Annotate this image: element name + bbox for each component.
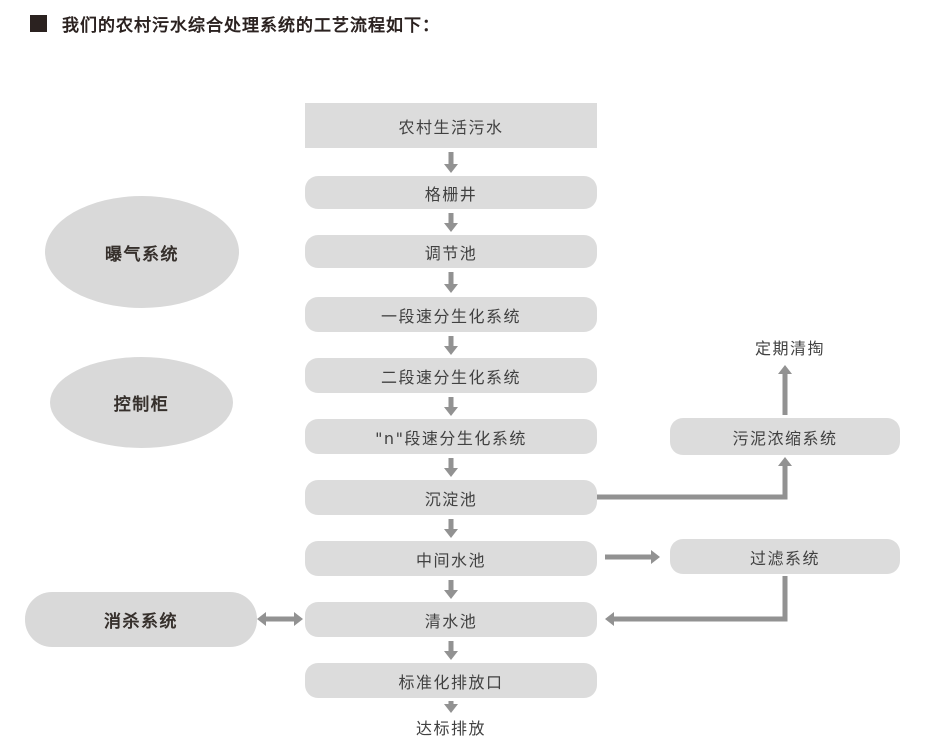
node-bio-stage-1: 一段速分生化系统 [305, 297, 597, 332]
node-sedimentation-tank: 沉淀池 [305, 480, 597, 515]
arrow-disinfection-clear-water-bidirectional [257, 612, 303, 626]
node-label: 定期清掏 [754, 339, 825, 358]
page-title-row: 我们的农村污水综合处理系统的工艺流程如下： [0, 0, 926, 48]
node-grid-well: 格栅井 [305, 176, 597, 209]
node-label: 控制柜 [113, 395, 170, 415]
node-filtration: 过滤系统 [670, 539, 900, 574]
node-standard-outlet: 标准化排放口 [305, 663, 597, 698]
arrow-sedimentation-tank-to-intermediate-tank [444, 519, 458, 538]
node-bio-stage-2: 二段速分生化系统 [305, 358, 597, 393]
arrow-bio-stage-n-to-sedimentation-tank [444, 458, 458, 477]
node-label: 标准化排放口 [398, 672, 504, 692]
node-label: 清水池 [424, 611, 478, 631]
arrow-bio-stage-2-to-bio-stage-n [444, 397, 458, 416]
node-label: 曝气系统 [105, 244, 179, 265]
label-discharge: 达标排放 [380, 715, 522, 739]
connector-sedimentation-tank-to-sludge-thickening [597, 457, 792, 500]
node-label: "n"段速分生化系统 [375, 428, 527, 448]
arrow-intermediate-tank-to-filtration [605, 550, 660, 564]
node-rural-sewage: 农村生活污水 [305, 103, 597, 148]
arrow-standard-outlet-to-discharge [444, 701, 458, 713]
node-label: 格栅井 [424, 184, 478, 204]
node-label: 沉淀池 [424, 489, 478, 509]
node-sludge-thickening: 污泥浓缩系统 [670, 418, 900, 455]
node-label: 调节池 [424, 243, 478, 263]
arrow-bio-stage-1-to-bio-stage-2 [444, 336, 458, 355]
node-clear-water-tank: 清水池 [305, 602, 597, 637]
node-intermediate-tank: 中间水池 [305, 541, 597, 576]
node-aeration-system: 曝气系统 [45, 196, 239, 308]
node-label: 二段速分生化系统 [380, 367, 521, 387]
node-disinfection-system: 消杀系统 [25, 592, 257, 647]
arrow-regulating-tank-to-bio-stage-1 [444, 272, 458, 293]
arrow-sludge-thickening-to-periodic-cleaning [778, 365, 792, 415]
arrow-intermediate-tank-to-clear-water-tank [444, 580, 458, 599]
page-title: 我们的农村污水综合处理系统的工艺流程如下： [62, 16, 440, 36]
black-square-bullet-icon [30, 15, 47, 32]
node-bio-stage-n: "n"段速分生化系统 [305, 419, 597, 454]
node-label: 达标排放 [415, 719, 486, 738]
arrow-rural-sewage-to-grid-well [444, 152, 458, 173]
node-label: 污泥浓缩系统 [732, 428, 838, 448]
node-label: 中间水池 [415, 550, 486, 570]
node-label: 农村生活污水 [398, 117, 504, 137]
node-control-cabinet: 控制柜 [50, 357, 233, 448]
connector-filtration-to-clear-water-tank [605, 576, 788, 626]
label-periodic-cleaning: 定期清掏 [717, 336, 863, 358]
node-label: 消杀系统 [104, 612, 178, 632]
node-label: 一段速分生化系统 [380, 306, 521, 326]
arrow-clear-water-tank-to-standard-outlet [444, 641, 458, 660]
arrow-grid-well-to-regulating-tank [444, 213, 458, 232]
node-regulating-tank: 调节池 [305, 235, 597, 268]
node-label: 过滤系统 [749, 548, 820, 568]
